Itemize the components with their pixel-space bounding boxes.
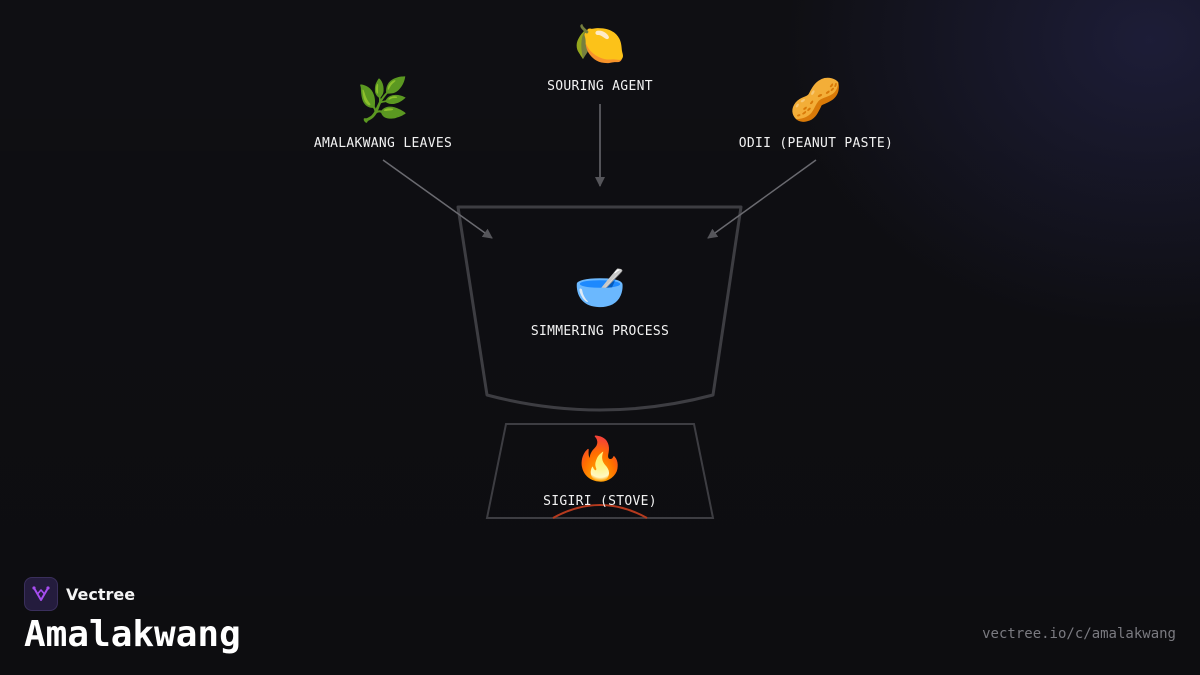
page-url[interactable]: vectree.io/c/amalakwang — [982, 626, 1176, 642]
brand-name: Vectree — [66, 584, 136, 604]
node-souring-agent[interactable]: 🍋 SOURING AGENT — [547, 19, 653, 94]
edge-amalakwang-leaves-to-simmering — [382, 159, 493, 239]
node-simmering-process[interactable]: 🥣 SIMMERING PROCESS — [531, 263, 669, 339]
node-label-odii: ODII (PEANUT PASTE) — [739, 136, 893, 151]
stove-outline — [485, 423, 715, 519]
herb-leaves-icon: 🌿 — [357, 75, 409, 124]
pot-outline — [456, 205, 743, 412]
node-sigiri[interactable]: 🔥 SIGIRI (STOVE) — [543, 434, 657, 509]
node-label-amalakwang-leaves: AMALAKWANG LEAVES — [314, 136, 452, 151]
brand-row: Vectree — [24, 577, 241, 612]
node-label-simmering-process: SIMMERING PROCESS — [531, 324, 669, 339]
fire-icon: 🔥 — [574, 434, 626, 483]
page-title: Amalakwang — [24, 614, 241, 656]
vectree-logo-mark — [32, 586, 50, 602]
edge-odii-to-simmering — [707, 159, 817, 239]
bowl-with-spoon-icon: 🥣 — [574, 263, 626, 312]
flame-arc — [552, 504, 648, 519]
lemon-icon: 🍋 — [574, 19, 626, 68]
node-label-sigiri: SIGIRI (STOVE) — [543, 494, 657, 509]
node-label-souring-agent: SOURING AGENT — [547, 79, 653, 94]
node-amalakwang-leaves[interactable]: 🌿 AMALAKWANG LEAVES — [314, 75, 452, 151]
peanut-icon: 🥜 — [790, 73, 842, 124]
footer-branding: Vectree Amalakwang — [24, 577, 241, 655]
vectree-logo-icon[interactable] — [24, 577, 58, 612]
node-odii[interactable]: 🥜 ODII (PEANUT PASTE) — [739, 73, 893, 151]
